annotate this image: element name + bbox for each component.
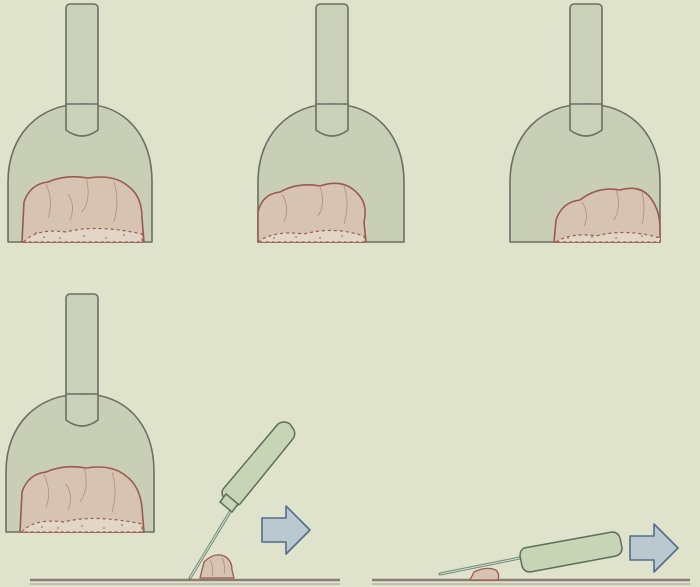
ground-left: [30, 580, 340, 584]
chip-shallow: [470, 568, 499, 580]
scoop-2: [258, 4, 404, 242]
scoop-1-lump: [22, 177, 144, 242]
direction-arrow-1: [262, 506, 310, 554]
scoop-4-lump: [20, 467, 144, 532]
scoop-1: [8, 4, 152, 242]
spatula-shallow: [440, 532, 622, 574]
spatula-steep: [190, 422, 295, 578]
ground-right: [372, 580, 690, 584]
scoop-4: [6, 294, 154, 532]
direction-arrow-2: [630, 524, 678, 572]
scoop-3: [510, 4, 660, 242]
chip-steep: [200, 555, 234, 578]
